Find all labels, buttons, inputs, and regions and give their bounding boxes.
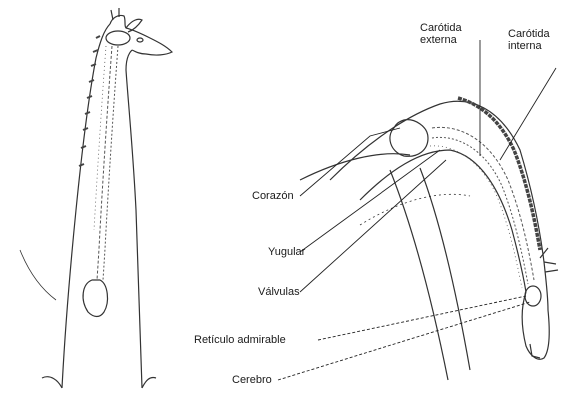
leader-lines	[278, 40, 556, 380]
vessel-left-3	[94, 46, 106, 230]
neck-front-outline	[126, 50, 142, 388]
legs-hint	[20, 250, 56, 300]
brain-left	[106, 31, 130, 45]
label-carotida-externa: Carótida externa	[420, 22, 484, 46]
heart-right	[390, 120, 428, 157]
label-cerebro: Cerebro	[232, 374, 272, 386]
mane-right	[458, 98, 540, 250]
ossicones	[111, 8, 119, 20]
shoulder-right	[300, 154, 410, 180]
vessel-right-2	[432, 137, 528, 284]
shoulder-outline	[42, 377, 156, 388]
leader-yugular	[300, 150, 440, 252]
neck-bottom-outline	[360, 150, 526, 292]
neck-top-outline	[330, 101, 544, 262]
body-contour	[360, 194, 470, 225]
label-valvulas: Válvulas	[258, 286, 300, 298]
label-yugular: Yugular	[268, 246, 305, 258]
neck-back-outline	[62, 24, 110, 388]
vessel-left-2	[103, 46, 118, 280]
giraffe-standing	[20, 8, 172, 388]
leader-carotida-interna	[500, 68, 556, 160]
heart-left	[83, 280, 107, 317]
label-reticulo-admirable: Retículo admirable	[194, 334, 286, 346]
label-corazon: Corazón	[252, 190, 294, 202]
muzzle	[530, 344, 540, 358]
leader-corazon	[300, 128, 400, 196]
label-carotida-interna: Carótida interna	[508, 28, 564, 52]
leader-cerebro	[278, 302, 530, 380]
leader-valvulas	[300, 160, 446, 292]
giraffe-drinking	[300, 98, 558, 380]
leader-reticulo	[318, 296, 526, 340]
eye	[137, 38, 143, 42]
